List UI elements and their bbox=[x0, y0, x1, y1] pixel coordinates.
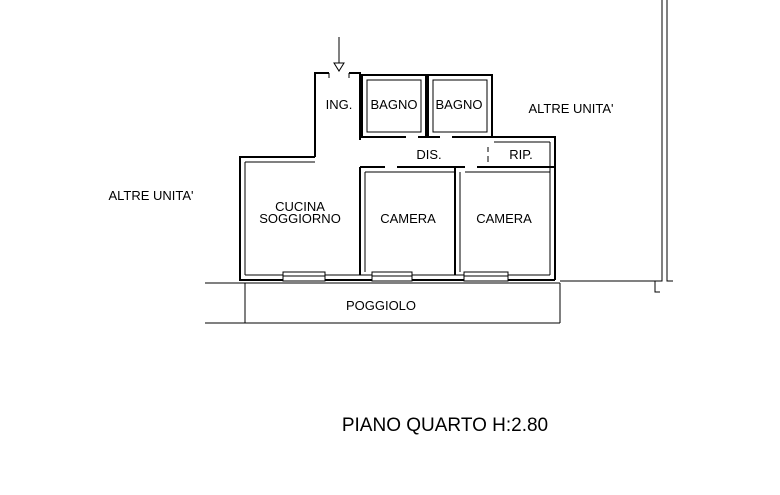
label-ingresso: ING. bbox=[326, 97, 353, 112]
balcony bbox=[205, 282, 561, 324]
apartment-walls bbox=[239, 72, 556, 282]
label-poggiolo: POGGIOLO bbox=[346, 298, 416, 313]
label-altre-unita-right: ALTRE UNITA' bbox=[528, 101, 613, 116]
label-ripostiglio: RIP. bbox=[509, 147, 533, 162]
entrance-arrow-icon bbox=[333, 37, 345, 72]
label-cucina: CUCINA bbox=[275, 199, 325, 214]
label-camera-1: CAMERA bbox=[380, 211, 436, 226]
label-disimpegno: DIS. bbox=[416, 147, 441, 162]
plan-caption: PIANO QUARTO H:2.80 bbox=[342, 415, 548, 436]
label-bagno-1: BAGNO bbox=[371, 97, 418, 112]
label-bagno-2: BAGNO bbox=[436, 97, 483, 112]
label-camera-2: CAMERA bbox=[476, 211, 532, 226]
building-boundary bbox=[560, 0, 673, 293]
label-altre-unita-left: ALTRE UNITA' bbox=[108, 188, 193, 203]
label-soggiorno: SOGGIORNO bbox=[259, 211, 341, 226]
